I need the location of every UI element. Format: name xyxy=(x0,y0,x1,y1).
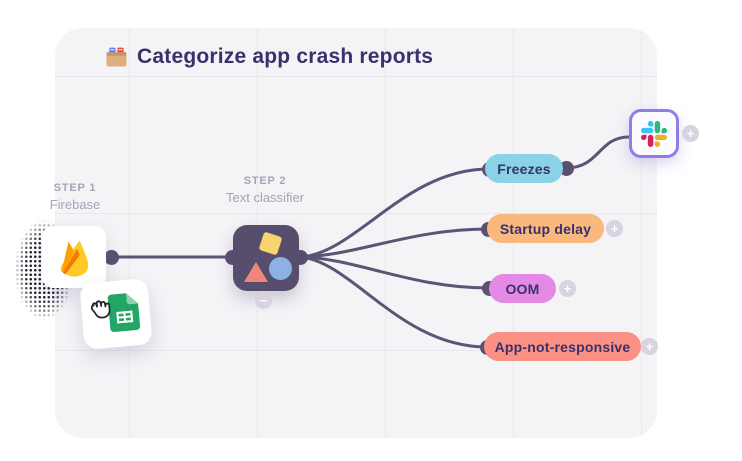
category-pill-freezes[interactable]: Freezes xyxy=(485,154,563,183)
add-button-startup-delay[interactable]: + xyxy=(606,220,623,237)
add-button-slack[interactable]: + xyxy=(682,125,699,142)
step1-name: Firebase xyxy=(49,197,101,212)
port-firebase-output[interactable] xyxy=(103,249,119,265)
remove-classifier-button[interactable]: − xyxy=(255,292,272,309)
step1-tag: STEP 1 xyxy=(53,182,97,194)
google-sheets-card[interactable] xyxy=(79,278,153,350)
step2-tag: STEP 2 xyxy=(243,175,287,187)
firebase-node[interactable] xyxy=(42,226,106,288)
category-pill-oom[interactable]: OOM xyxy=(489,274,556,303)
classifier-square-shape xyxy=(258,231,283,256)
classifier-circle-shape xyxy=(269,257,292,280)
add-button-app-not-responsive[interactable]: + xyxy=(641,338,658,355)
page-title: Categorize app crash reports xyxy=(137,45,434,68)
slack-icon xyxy=(641,120,667,147)
add-button-oom[interactable]: + xyxy=(559,280,576,297)
text-classifier-node[interactable] xyxy=(233,225,299,291)
grabbing-hand-cursor-icon xyxy=(90,300,111,319)
category-pill-startup-delay[interactable]: Startup delay xyxy=(487,214,604,243)
card-index-dividers-icon xyxy=(106,47,127,67)
classifier-triangle-shape xyxy=(244,262,268,282)
step2-name: Text classifier xyxy=(225,190,305,205)
slack-node[interactable] xyxy=(629,109,679,158)
step2-label: STEP 2 Text classifier xyxy=(206,175,324,205)
google-sheets-icon xyxy=(107,293,141,332)
firebase-icon xyxy=(60,240,89,277)
step1-label: STEP 1 Firebase xyxy=(30,182,120,212)
category-pill-app-not-responsive[interactable]: App-not-responsive xyxy=(484,332,641,361)
